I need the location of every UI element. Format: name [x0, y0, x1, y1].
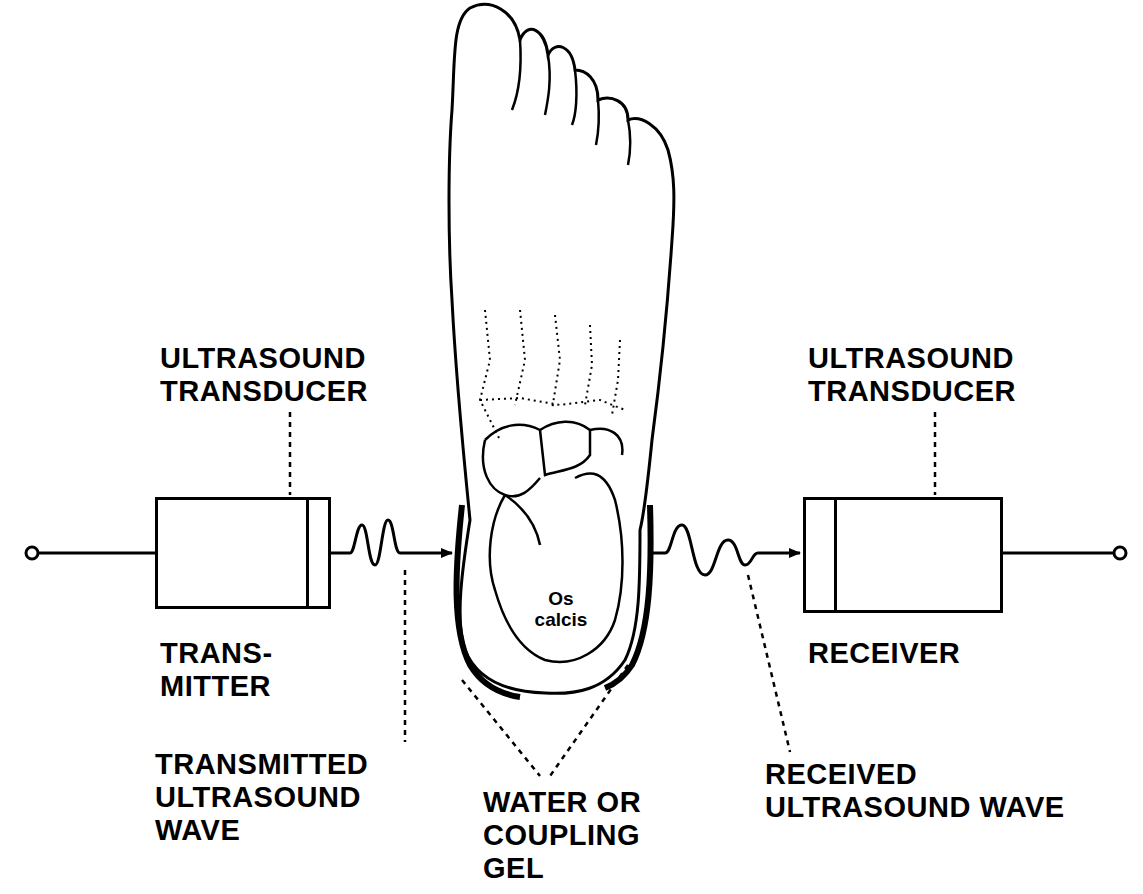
device-label: TRANS- MITTER — [160, 637, 300, 703]
foot-outline — [449, 5, 674, 694]
transducer-face — [834, 500, 837, 610]
receiver-box: RECEIVER — [803, 497, 1003, 613]
callout-label: WATER OR COUPLING GEL — [483, 786, 703, 885]
coupling-gel — [457, 505, 651, 697]
callout-label: TRANSMITTED ULTRASOUND WAVE — [155, 748, 445, 847]
calcaneus — [483, 422, 623, 662]
ultrasound-wave — [330, 520, 800, 575]
bone-label: Os calcis — [533, 588, 589, 630]
toe-line — [512, 40, 630, 165]
callout-label: ULTRASOUND TRANSDUCER — [808, 342, 1078, 408]
device-label: RECEIVER — [808, 637, 1018, 670]
transducer-face — [306, 500, 309, 606]
transmitter-box: TRANS- MITTER — [155, 497, 331, 609]
callout-label: RECEIVED ULTRASOUND WAVE — [765, 758, 1065, 824]
callout-label: ULTRASOUND TRANSDUCER — [160, 342, 430, 408]
bone-outline — [480, 310, 625, 440]
